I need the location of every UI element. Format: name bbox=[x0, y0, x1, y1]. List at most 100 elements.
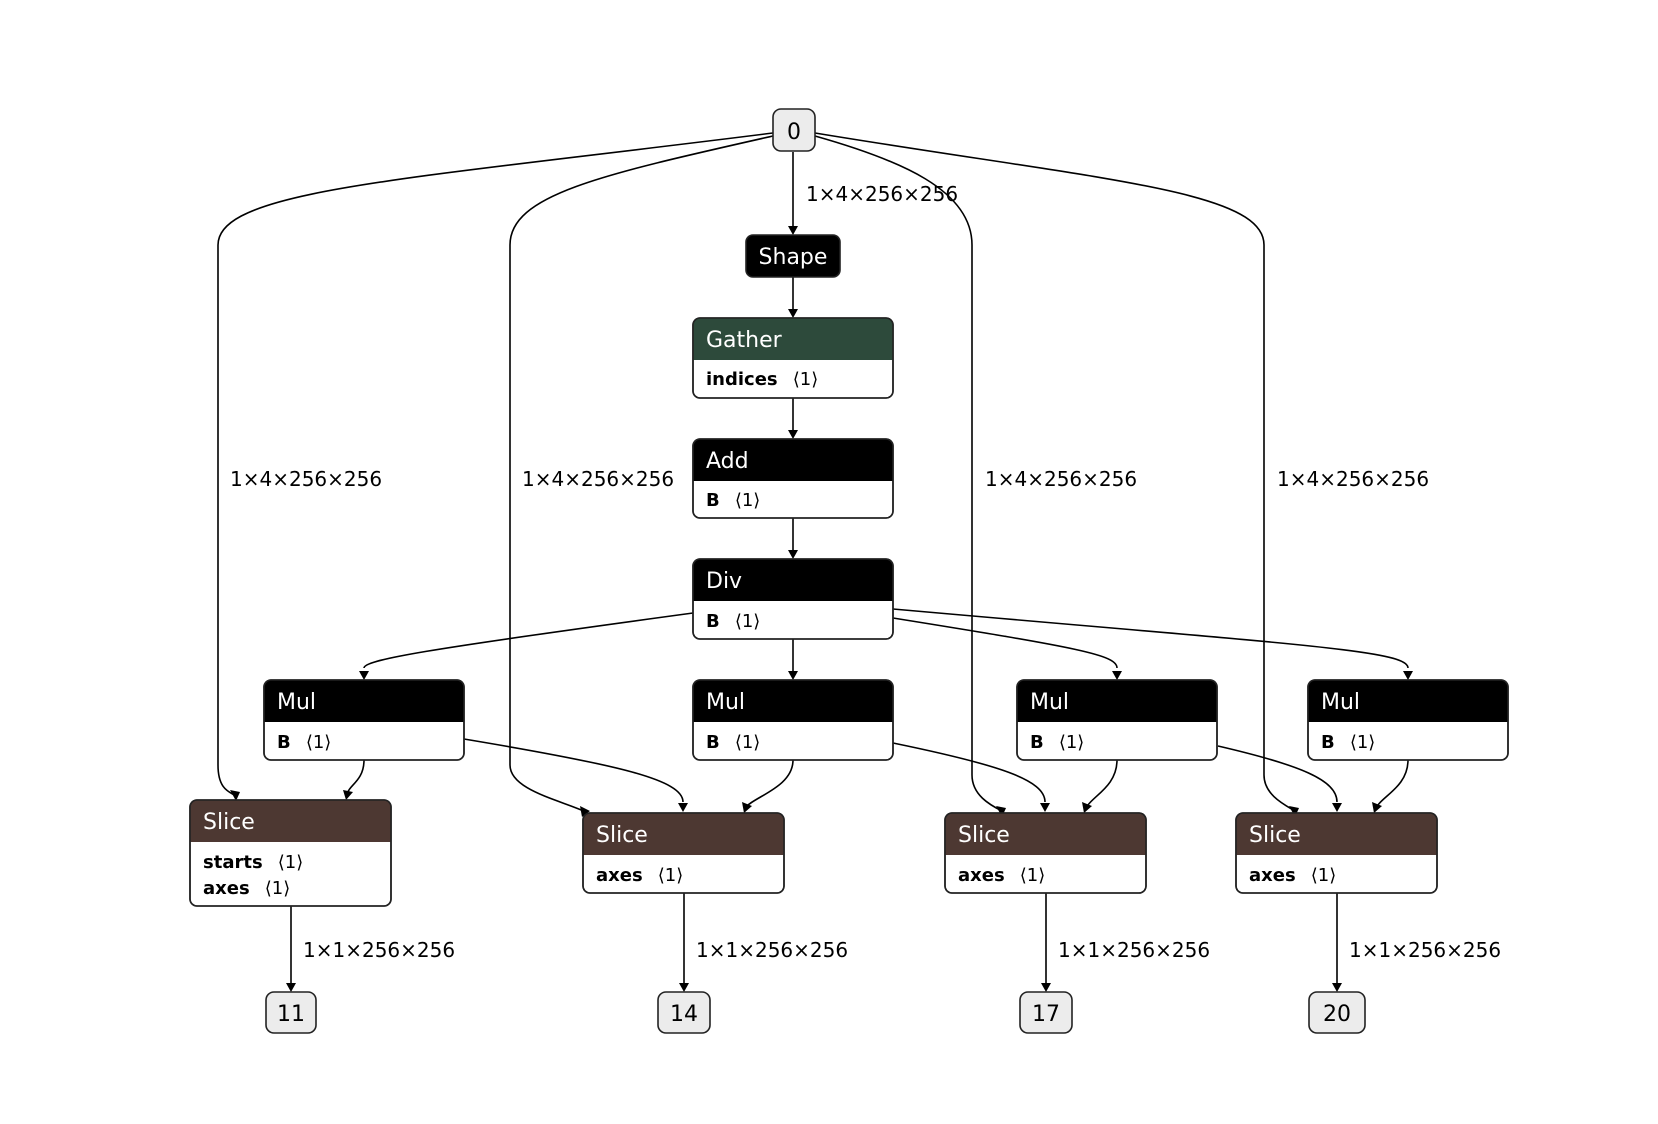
edge-div-to-mul4 bbox=[892, 608, 1409, 669]
svg-text:B ⟨1⟩: B ⟨1⟩ bbox=[706, 732, 760, 753]
node-mul-3[interactable]: Mul B ⟨1⟩ bbox=[1016, 679, 1218, 761]
node-slice-1-attr-value-axes: ⟨1⟩ bbox=[265, 878, 291, 899]
output-node-11[interactable]: 11 bbox=[265, 991, 317, 1034]
edge-mul3-to-slice4 bbox=[1217, 745, 1338, 803]
node-slice-2-title: Slice bbox=[596, 823, 648, 848]
node-slice-3[interactable]: Slice axes ⟨1⟩ bbox=[944, 812, 1147, 894]
node-mul-1-title: Mul bbox=[277, 690, 316, 715]
output-node-11-label: 11 bbox=[277, 1002, 305, 1027]
edge-mul4-to-slice4 bbox=[1377, 759, 1409, 806]
node-gather[interactable]: Gather indices ⟨1⟩ bbox=[692, 317, 894, 399]
svg-text:axes ⟨1⟩: axes ⟨1⟩ bbox=[1249, 865, 1336, 886]
edge-mul2-to-slice3 bbox=[892, 742, 1046, 803]
node-slice-3-title: Slice bbox=[958, 823, 1010, 848]
node-add[interactable]: Add B ⟨1⟩ bbox=[692, 438, 894, 519]
node-slice-1-attr-name-starts: starts bbox=[203, 852, 263, 873]
svg-text:B ⟨1⟩: B ⟨1⟩ bbox=[277, 732, 331, 753]
node-slice-2-attr-name: axes bbox=[596, 865, 643, 886]
node-mul-3-attr-value: ⟨1⟩ bbox=[1059, 732, 1085, 753]
edge-label-input-to-slice3: 1×4×256×256 bbox=[985, 467, 1137, 491]
node-mul-3-header bbox=[1017, 680, 1217, 722]
input-node[interactable]: 0 bbox=[772, 108, 816, 152]
edge-label-slice1-to-output: 1×1×256×256 bbox=[303, 938, 455, 962]
edge-mul1-to-slice2 bbox=[463, 738, 684, 803]
node-div-title: Div bbox=[706, 569, 742, 594]
svg-text:axes ⟨1⟩: axes ⟨1⟩ bbox=[203, 878, 290, 899]
svg-text:axes ⟨1⟩: axes ⟨1⟩ bbox=[958, 865, 1045, 886]
node-slice-3-attr-name: axes bbox=[958, 865, 1005, 886]
node-mul-3-title: Mul bbox=[1030, 690, 1069, 715]
edge-input-to-slice4 bbox=[814, 132, 1296, 812]
node-slice-4[interactable]: Slice axes ⟨1⟩ bbox=[1235, 812, 1438, 894]
node-slice-1-attr-value-starts: ⟨1⟩ bbox=[278, 852, 304, 873]
node-mul-2-header bbox=[693, 680, 893, 722]
node-div-attr-name: B bbox=[706, 611, 720, 632]
node-mul-2[interactable]: Mul B ⟨1⟩ bbox=[692, 679, 894, 761]
node-mul-2-attr-name: B bbox=[706, 732, 720, 753]
node-mul-1[interactable]: Mul B ⟨1⟩ bbox=[263, 679, 465, 761]
edge-label-slice3-to-output: 1×1×256×256 bbox=[1058, 938, 1210, 962]
node-mul-4-attr-name: B bbox=[1321, 732, 1335, 753]
output-node-17[interactable]: 17 bbox=[1019, 991, 1073, 1034]
edge-div-to-mul3 bbox=[892, 617, 1118, 669]
node-slice-4-header bbox=[1236, 813, 1437, 855]
edge-mul3-to-slice3 bbox=[1087, 759, 1118, 806]
svg-text:B ⟨1⟩: B ⟨1⟩ bbox=[706, 490, 760, 511]
edge-label-slice2-to-output: 1×1×256×256 bbox=[696, 938, 848, 962]
edge-labels: 1×4×256×256 1×4×256×256 1×4×256×256 1×4×… bbox=[230, 182, 1501, 962]
node-mul-4-attr-value: ⟨1⟩ bbox=[1350, 732, 1376, 753]
edge-mul1-to-slice1 bbox=[347, 759, 365, 793]
node-slice-4-title: Slice bbox=[1249, 823, 1301, 848]
node-div-attr-value: ⟨1⟩ bbox=[735, 611, 761, 632]
node-div-header bbox=[693, 559, 893, 601]
svg-text:starts ⟨1⟩: starts ⟨1⟩ bbox=[203, 852, 303, 873]
node-gather-title: Gather bbox=[706, 328, 783, 353]
node-slice-1[interactable]: Slice starts ⟨1⟩ axes ⟨1⟩ bbox=[189, 799, 392, 907]
edge-label-input-to-slice2: 1×4×256×256 bbox=[522, 467, 674, 491]
node-mul-4-title: Mul bbox=[1321, 690, 1360, 715]
node-mul-1-attr-value: ⟨1⟩ bbox=[306, 732, 332, 753]
output-node-20[interactable]: 20 bbox=[1308, 991, 1366, 1034]
output-node-14-label: 14 bbox=[670, 1002, 698, 1027]
output-node-17-label: 17 bbox=[1032, 1002, 1060, 1027]
edge-label-input-to-shape: 1×4×256×256 bbox=[806, 182, 958, 206]
edge-input-to-slice2 bbox=[509, 135, 774, 813]
output-node-14[interactable]: 14 bbox=[657, 991, 711, 1034]
node-mul-4[interactable]: Mul B ⟨1⟩ bbox=[1307, 679, 1509, 761]
node-add-title: Add bbox=[706, 449, 749, 474]
edge-mul2-to-slice2 bbox=[747, 759, 794, 806]
node-slice-2[interactable]: Slice axes ⟨1⟩ bbox=[582, 812, 785, 894]
node-mul-1-attr-name: B bbox=[277, 732, 291, 753]
node-slice-2-attr-value: ⟨1⟩ bbox=[658, 865, 684, 886]
input-node-label: 0 bbox=[787, 120, 801, 145]
node-div[interactable]: Div B ⟨1⟩ bbox=[692, 558, 894, 640]
node-slice-3-attr-value: ⟨1⟩ bbox=[1020, 865, 1046, 886]
svg-text:B ⟨1⟩: B ⟨1⟩ bbox=[1321, 732, 1375, 753]
node-add-attr-name: B bbox=[706, 490, 720, 511]
node-slice-4-attr-value: ⟨1⟩ bbox=[1311, 865, 1337, 886]
edge-label-input-to-slice1: 1×4×256×256 bbox=[230, 467, 382, 491]
svg-text:indices ⟨1⟩: indices ⟨1⟩ bbox=[706, 369, 818, 390]
node-mul-3-attr-name: B bbox=[1030, 732, 1044, 753]
edge-label-input-to-slice4: 1×4×256×256 bbox=[1277, 467, 1429, 491]
node-shape[interactable]: Shape bbox=[745, 234, 841, 278]
node-gather-header bbox=[693, 318, 893, 360]
node-mul-1-header bbox=[264, 680, 464, 722]
node-slice-1-title: Slice bbox=[203, 810, 255, 835]
node-slice-2-header bbox=[583, 813, 784, 855]
node-mul-2-title: Mul bbox=[706, 690, 745, 715]
node-slice-1-header bbox=[190, 800, 391, 842]
svg-text:axes ⟨1⟩: axes ⟨1⟩ bbox=[596, 865, 683, 886]
node-slice-4-attr-name: axes bbox=[1249, 865, 1296, 886]
svg-text:B ⟨1⟩: B ⟨1⟩ bbox=[706, 611, 760, 632]
edge-input-to-slice1 bbox=[217, 132, 774, 797]
node-shape-title: Shape bbox=[759, 245, 828, 270]
node-gather-attr-name: indices bbox=[706, 369, 778, 390]
node-add-header bbox=[693, 439, 893, 481]
node-mul-4-header bbox=[1308, 680, 1508, 722]
node-slice-1-attr-name-axes: axes bbox=[203, 878, 250, 899]
node-shape-header bbox=[745, 234, 841, 278]
node-mul-2-attr-value: ⟨1⟩ bbox=[735, 732, 761, 753]
edge-div-to-mul1 bbox=[363, 612, 694, 669]
